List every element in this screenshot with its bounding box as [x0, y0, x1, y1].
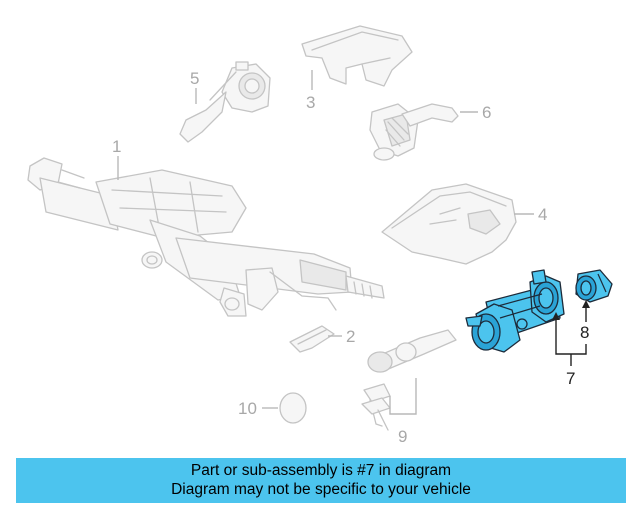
callout-7: 7	[566, 369, 575, 388]
part-9-lock-cylinder	[361, 329, 457, 431]
part-8-ignition-switch	[575, 269, 613, 303]
info-banner: Part or sub-assembly is #7 in diagram Di…	[16, 458, 626, 503]
callout-3: 3	[306, 93, 315, 112]
banner-line-2: Diagram may not be specific to your vehi…	[171, 481, 471, 498]
part-2-clip	[289, 325, 335, 353]
callout-8: 8	[580, 323, 589, 342]
part-3-column-cover	[301, 25, 413, 87]
part-10-ring	[279, 392, 307, 424]
arrow-8	[582, 300, 590, 308]
part-6-switch	[369, 103, 459, 161]
callout-5: 5	[190, 69, 199, 88]
callout-6: 6	[482, 103, 491, 122]
callout-4: 4	[538, 205, 547, 224]
callout-10: 10	[238, 399, 257, 418]
banner-line-1: Part or sub-assembly is #7 in diagram	[190, 462, 452, 479]
part-7-ignition-housing	[465, 269, 565, 353]
callout-9: 9	[398, 427, 407, 446]
callout-2: 2	[346, 327, 355, 346]
part-1-steering-column	[27, 157, 385, 317]
arrow-7	[552, 312, 560, 320]
part-4-lower-cover	[381, 183, 517, 265]
part-5-switch	[179, 61, 271, 143]
callout-line-9	[389, 378, 417, 415]
callout-1: 1	[112, 137, 121, 156]
